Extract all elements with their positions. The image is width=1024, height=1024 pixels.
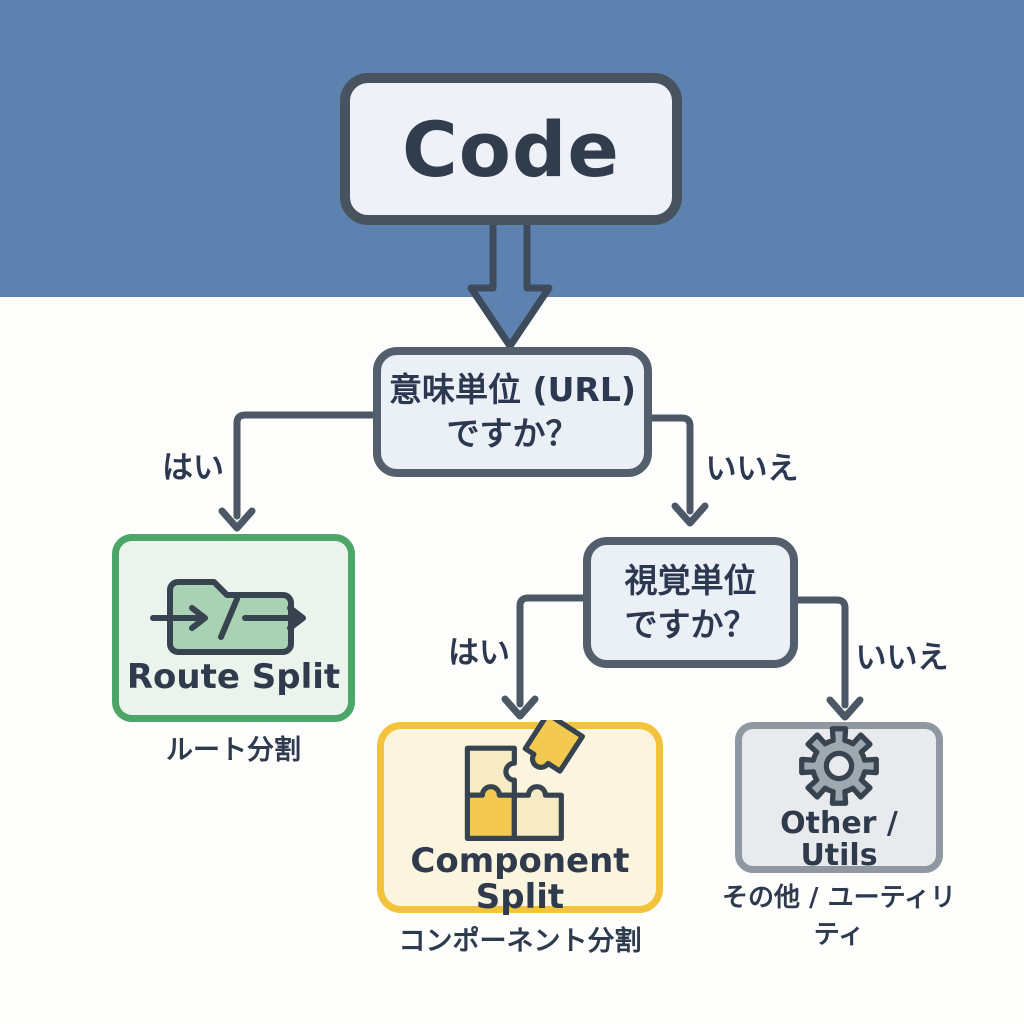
edge-label-semantic-no: いいえ	[705, 451, 799, 487]
other-utils-label: Other / Utils	[780, 806, 898, 873]
component-split-label: Component Split	[410, 840, 630, 917]
node-decision-visual-unit: 視覚単位 ですか？	[583, 537, 798, 668]
node-code-label: Code	[402, 104, 620, 194]
folder-route-icon	[148, 560, 320, 660]
decision-visual-line2: ですか？	[624, 604, 757, 644]
decision-semantic-line2: ですか？	[446, 414, 579, 453]
decision-visual-line1: 視覚単位	[624, 560, 757, 600]
edge-label-visual-yes: はい	[448, 635, 510, 671]
node-component-split: Component Split	[377, 719, 663, 917]
puzzle-icon	[454, 719, 586, 844]
route-split-label: Route Split	[126, 657, 341, 698]
edge-semantic-yes	[218, 411, 377, 532]
edge-label-semantic-yes: はい	[162, 450, 224, 486]
decision-semantic-line1: 意味単位 (URL)	[389, 370, 636, 410]
edge-label-visual-no: いいえ	[855, 640, 949, 676]
node-route-split: Route Split	[112, 534, 355, 722]
route-split-sublabel: ルート分割	[166, 735, 301, 766]
other-utils-sublabel: その他 / ユーティリティ	[721, 883, 957, 950]
edge-semantic-no	[648, 414, 709, 527]
component-split-sublabel: コンポーネント分割	[398, 926, 642, 957]
gear-icon	[797, 724, 881, 808]
node-decision-semantic-unit: 意味単位 (URL) ですか？	[373, 347, 652, 477]
node-other-utils: Other / Utils	[735, 722, 943, 873]
node-code: Code	[340, 73, 682, 225]
